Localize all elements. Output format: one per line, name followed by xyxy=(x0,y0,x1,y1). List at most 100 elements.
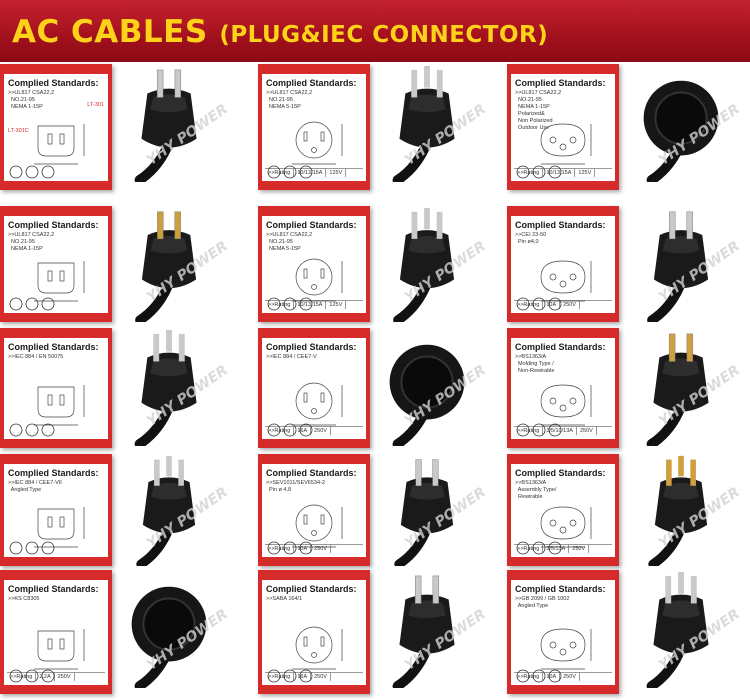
rating-cell: 250V xyxy=(311,427,331,435)
dimension-drawing xyxy=(9,124,85,179)
card-header-bar xyxy=(511,328,615,338)
rating-cell: 250V xyxy=(55,673,75,681)
rating-cell: >>Rating xyxy=(265,545,295,553)
card-header-bar xyxy=(262,328,366,338)
card-title: Complied Standards: xyxy=(8,220,99,230)
round-connector-icon xyxy=(622,64,740,187)
card-title: Complied Standards: xyxy=(266,342,357,352)
card-footer-bar xyxy=(4,313,108,322)
standards-card: Complied Standards: >>UL817 CSA22,2 NO.2… xyxy=(0,206,112,322)
card-header-bar xyxy=(4,328,108,338)
standards-card: Complied Standards: >>BS1363/A Assembly … xyxy=(507,454,619,566)
rating-cell: >>Rating xyxy=(514,673,544,681)
standards-card: Complied Standards: >>CEI 23-50 Pin ø4,0… xyxy=(507,206,619,322)
standards-card: Complied Standards: >>UL817 CSA22,2 NO.2… xyxy=(507,64,619,190)
card-footer-bar xyxy=(511,685,615,694)
card-footer-bar xyxy=(262,685,366,694)
dimension-drawing xyxy=(516,123,592,179)
euro-2pin-plug-icon xyxy=(110,328,228,451)
card-header-bar xyxy=(511,570,615,580)
card-standards-text: >>IEC 884 / CEE7-VII Angled Type xyxy=(8,480,62,493)
card-standards-text: >>IEC 884 / CEE7-V xyxy=(266,354,317,360)
card-standards-text: >>UL817 CSA22,2 NO.21-95 NEMA 1-15P xyxy=(8,232,55,252)
rating-cell: 10/13/15A xyxy=(543,169,576,177)
rating-cell: 10A xyxy=(543,301,561,309)
us-3pin-plug-icon xyxy=(368,64,486,187)
schuko-angled-plug-icon xyxy=(110,454,228,571)
rating-cell: 250V xyxy=(311,673,331,681)
rating-cell: 250V xyxy=(311,545,331,553)
card-standards-text: >>BS1363/A Molding Type / Non-Rewirable xyxy=(515,354,555,374)
card-header-bar xyxy=(4,570,108,580)
rating-cell: >>Rating xyxy=(514,169,544,177)
card-header-bar xyxy=(262,64,366,74)
card-standards-text: >>UL817 CSA22,2 NO.21-95 NEMA 1-15P xyxy=(8,90,55,110)
standards-card: Complied Standards: >>SEV1011/SEV6534-2 … xyxy=(258,454,370,566)
card-header-bar xyxy=(262,570,366,580)
rating-cell: 16A xyxy=(294,427,312,435)
standards-card: Complied Standards: >>BS1363/A Molding T… xyxy=(507,328,619,448)
rating-cell: 16A xyxy=(294,673,312,681)
card-standards-text: >>UL817 CSA22,2 NO.21-95 NEMA 1-15P Pola… xyxy=(515,90,562,131)
banner-title-main: AC CABLES xyxy=(12,14,208,50)
card-header-bar xyxy=(511,454,615,464)
banner-subtitle: (PLUG&IEC CONNECTOR) xyxy=(219,22,549,48)
dimension-drawing xyxy=(267,504,343,555)
us-2pin-angled-plug-icon xyxy=(110,206,228,327)
dimension-drawing xyxy=(267,258,343,311)
standards-card: Complied Standards: >>UL817 CSA22,2 NO.2… xyxy=(0,64,112,190)
rating-cell: 125V xyxy=(326,169,347,177)
card-title: Complied Standards: xyxy=(515,78,606,88)
card-title: Complied Standards: xyxy=(8,584,99,594)
card-standards-text: >>UL817 CSA22,2 NO.21-95 NEMA 5-15P xyxy=(266,90,313,110)
us-2pin-plug-icon xyxy=(110,64,228,187)
card-title: Complied Standards: xyxy=(515,220,606,230)
rating-cell: 10A xyxy=(543,673,561,681)
card-footer-bar xyxy=(262,313,366,322)
card-standards-text: >>KS C8305 xyxy=(8,596,40,602)
rating-cell: >>Rating xyxy=(514,301,544,309)
standards-card: Complied Standards: >>IEC 884 / CEE7-V >… xyxy=(258,328,370,448)
card-header-bar xyxy=(262,206,366,216)
dimension-drawing xyxy=(516,628,592,683)
rating-cell: 10A xyxy=(294,545,312,553)
card-footer-bar xyxy=(262,557,366,566)
model-label: LT-301 xyxy=(87,102,104,108)
card-footer-bar xyxy=(511,313,615,322)
card-title: Complied Standards: xyxy=(266,468,357,478)
card-standards-text: >>SEV1011/SEV6534-2 Pin ø 4,8 xyxy=(266,480,325,493)
card-footer-bar xyxy=(511,557,615,566)
standards-card: Complied Standards: >>IEC 884 / EN 50075 xyxy=(0,328,112,448)
rating-cell: 10/13/15A xyxy=(294,301,327,309)
card-footer-bar xyxy=(4,181,108,190)
rating-cell: 125V xyxy=(326,301,347,309)
dimension-drawing xyxy=(9,385,85,437)
rating-cell: 10/13/15A xyxy=(294,169,327,177)
schuko-socket-icon xyxy=(368,328,486,451)
card-header-bar xyxy=(4,64,108,74)
standards-card: Complied Standards: >>UL817 CSA22,2 NO.2… xyxy=(258,64,370,190)
card-standards-text: >>BS1363/A Assembly Type/ Rewirable xyxy=(515,480,557,500)
card-header-bar xyxy=(4,206,108,216)
rating-cell: 125V xyxy=(575,169,596,177)
title-banner: AC CABLES (PLUG&IEC CONNECTOR) xyxy=(0,0,750,62)
korea-2pin-plug-icon xyxy=(110,570,228,693)
rating-cell: 250V xyxy=(569,545,590,553)
card-header-bar xyxy=(4,454,108,464)
dimension-drawing xyxy=(516,260,592,311)
china-angled-plug-icon xyxy=(622,570,740,693)
dimension-drawing xyxy=(267,121,343,179)
uk-plug-icon xyxy=(622,328,740,451)
card-footer-bar xyxy=(511,439,615,448)
cable-catalog-grid: Complied Standards: >>UL817 CSA22,2 NO.2… xyxy=(0,62,750,700)
swiss-3pin-plug-icon xyxy=(368,454,486,571)
standards-card: Complied Standards: >>IEC 884 / CEE7-VII… xyxy=(0,454,112,566)
